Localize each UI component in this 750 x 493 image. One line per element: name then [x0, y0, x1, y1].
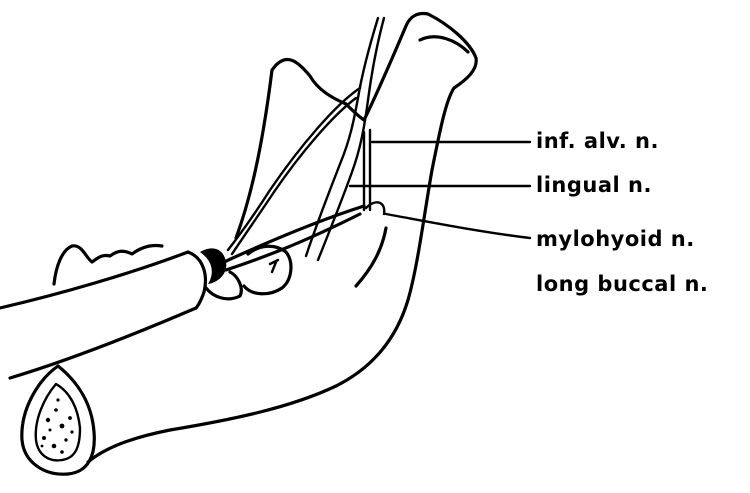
cross-section — [22, 366, 94, 474]
label-mylohyoid-nerve: mylohyoid n. — [536, 229, 695, 250]
nerves — [228, 18, 384, 260]
label-long-buccal-nerve: long buccal n. — [536, 274, 708, 295]
leader-lines — [350, 142, 530, 238]
label-inf-alv-nerve: inf. alv. n. — [536, 131, 659, 152]
label-lingual-nerve: lingual n. — [536, 175, 652, 196]
needle-barrel — [0, 206, 364, 378]
teeth-contour — [54, 245, 291, 298]
leader-mylohyoid — [386, 214, 530, 238]
